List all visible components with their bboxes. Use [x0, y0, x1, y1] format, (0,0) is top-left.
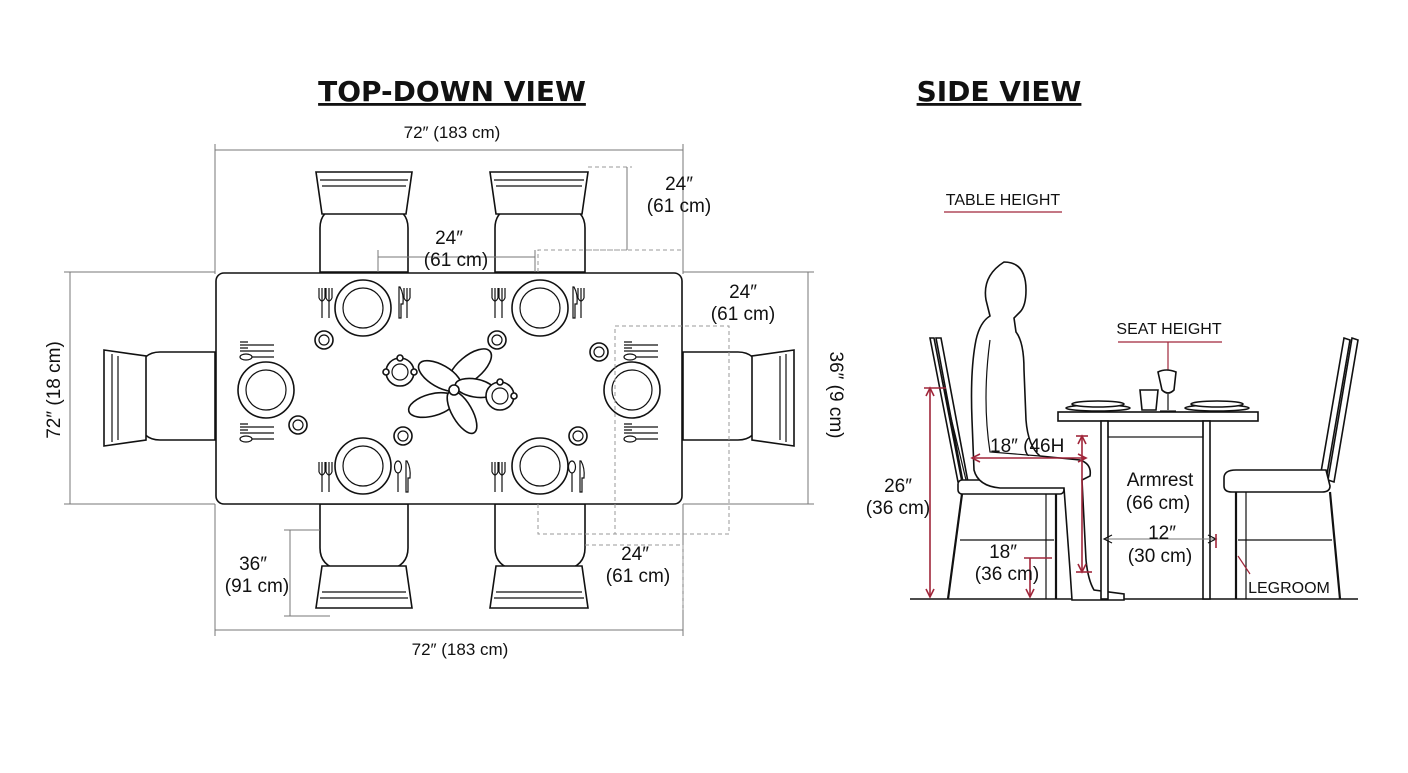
- side-plates-left: [1065, 400, 1131, 412]
- right-height-label: 36″ (9 cm): [825, 352, 846, 439]
- bottom-width-label: 72″ (183 cm): [412, 640, 509, 659]
- pullout-label-1: 36″: [239, 554, 267, 575]
- chair-height-dim: [924, 386, 946, 599]
- cup-icon: [589, 342, 609, 362]
- chair-top-left: [315, 171, 413, 273]
- seat-height-label: SEAT HEIGHT: [1116, 321, 1221, 338]
- pullout-label-2: (91 cm): [225, 576, 289, 597]
- plate-top-right: [511, 279, 569, 337]
- knee-clearance-dim: [1102, 534, 1218, 548]
- side-clearance-label-2: (61 cm): [711, 304, 775, 325]
- side-clearance-label-1: 24″: [729, 282, 757, 303]
- cup-icon: [288, 415, 308, 435]
- seat-depth-dim: [970, 453, 1088, 463]
- cup-icon: [487, 330, 507, 350]
- cup-icon: [393, 426, 413, 446]
- seat-height-dim-label-1: 18″: [989, 542, 1017, 563]
- plate-bottom-left: [334, 437, 392, 495]
- chair-height-label-2: (36 cm): [866, 498, 930, 519]
- centerpiece-flower: [407, 348, 496, 435]
- chair-left-end: [103, 349, 216, 447]
- bowl-right: [485, 378, 518, 411]
- chair-depth-label-2: (61 cm): [647, 196, 711, 217]
- cup-icon: [568, 426, 588, 446]
- seat-height-dim: [1024, 557, 1052, 599]
- chair-top-right: [489, 171, 589, 273]
- legroom-leader: [1237, 555, 1251, 575]
- chair-height-label-1: 26″: [884, 476, 912, 497]
- seat-height-dim-label-2: (36 cm): [975, 564, 1039, 585]
- knee-clearance-label-2: (30 cm): [1128, 546, 1192, 567]
- chair-bottom-left: [315, 503, 413, 609]
- legroom-label: LEGROOM: [1248, 580, 1330, 597]
- seated-person-figure: [970, 261, 1125, 601]
- top-width-label: 72″ (183 cm): [404, 123, 501, 142]
- chair-bottom-right: [489, 503, 589, 609]
- side-view-title: SIDE VIEW: [917, 75, 1082, 108]
- chair-gap-label-2: (61 cm): [424, 250, 488, 271]
- plate-left-end: [237, 361, 295, 419]
- knee-clearance-label-1: 12″: [1148, 523, 1176, 544]
- side-table: [1057, 411, 1259, 600]
- table-height-label: TABLE HEIGHT: [946, 192, 1061, 209]
- side-glasses: [1139, 369, 1177, 412]
- side-plates-right: [1184, 400, 1250, 412]
- top-view-title: TOP-DOWN VIEW: [318, 75, 586, 108]
- armrest-dim: [1076, 434, 1092, 574]
- chair-gap-label-1: 24″: [435, 228, 463, 249]
- chair-right-end: [682, 349, 795, 447]
- armrest-label-1: Armrest: [1127, 470, 1194, 491]
- left-height-label: 72″ (18 cm): [44, 341, 65, 439]
- side-chair-right: [1223, 336, 1359, 600]
- plate-bottom-right: [511, 437, 569, 495]
- plate-top-left: [334, 279, 392, 337]
- plate-right-end: [603, 361, 661, 419]
- bowl-left: [382, 354, 418, 387]
- bottom-clearance-label-1: 24″: [621, 544, 649, 565]
- armrest-label-2: (66 cm): [1126, 493, 1190, 514]
- seat-depth-label: 18″ (46H: [990, 436, 1064, 457]
- chair-depth-label-1: 24″: [665, 174, 693, 195]
- cup-icon: [314, 330, 334, 350]
- bottom-clearance-label-2: (61 cm): [606, 566, 670, 587]
- side-clearance-zone: [614, 325, 730, 535]
